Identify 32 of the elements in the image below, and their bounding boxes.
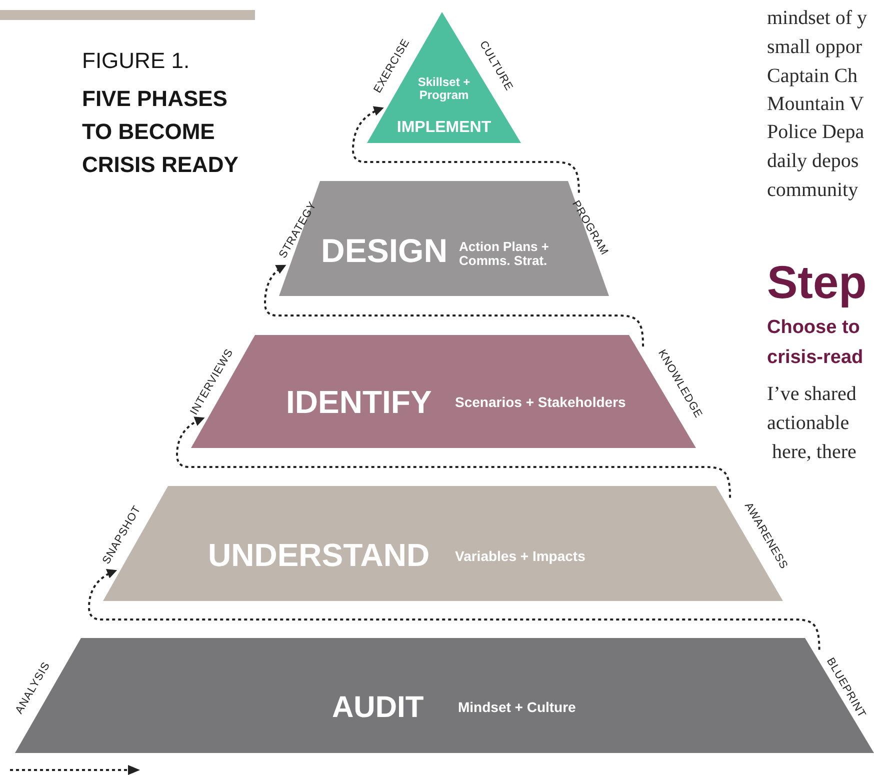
body-text-line: small oppor — [767, 35, 862, 59]
subheading-line: Choose to — [767, 316, 860, 340]
triangle-tier — [367, 12, 521, 143]
body-text-line: I’ve shared — [767, 382, 856, 406]
body-text-line: Captain Ch — [767, 64, 858, 88]
dotted-arrow — [176, 416, 732, 498]
section-heading: Step — [767, 256, 867, 308]
body-text-line: actionable — [767, 411, 850, 435]
phase-title: DESIGN — [321, 233, 448, 269]
phase-subtitle: Skillset + Program — [416, 76, 472, 102]
trapezoid-tier — [279, 181, 609, 296]
phase-subtitle: Variables + Impacts — [455, 549, 586, 564]
phase-title: UNDERSTAND — [208, 538, 430, 573]
body-text-line: daily depos — [767, 149, 859, 173]
figure-number: FIGURE 1. — [82, 48, 190, 74]
figure-title: FIVE PHASES TO BECOME CRISIS READY — [82, 85, 240, 179]
phase-subtitle: Action Plans + Comms. Strat. — [459, 240, 550, 268]
trapezoid-tier — [15, 638, 874, 753]
body-text-line: mindset of y — [767, 6, 867, 30]
phase-title: AUDIT — [332, 691, 424, 724]
subheading-line: crisis-read — [767, 346, 864, 370]
body-text-line: here, there — [772, 440, 856, 464]
phase-title: IMPLEMENT — [396, 119, 492, 137]
dotted-arrow — [264, 264, 644, 347]
body-text-line: Mountain V — [767, 92, 864, 116]
phase-subtitle: Scenarios + Stakeholders — [455, 395, 626, 410]
dotted-arrow — [88, 569, 820, 650]
phase-subtitle: Mindset + Culture — [458, 700, 576, 715]
phase-title: IDENTIFY — [286, 385, 432, 420]
body-text-line: Police Depa — [767, 120, 864, 144]
dotted-arrow — [352, 106, 580, 193]
body-text-line: community — [767, 178, 858, 202]
